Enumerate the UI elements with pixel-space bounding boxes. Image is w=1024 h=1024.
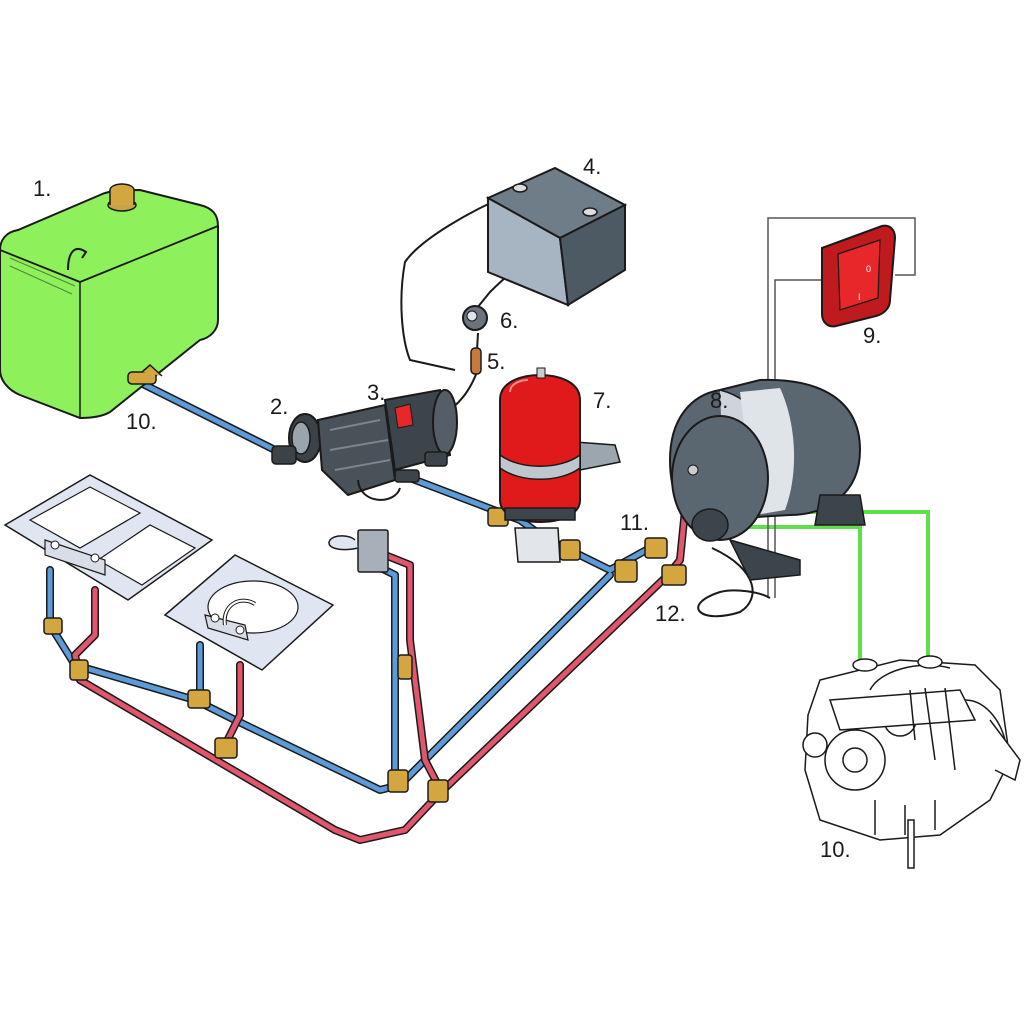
tank-valve <box>127 363 163 385</box>
hot-line-main <box>77 477 691 843</box>
shower-mixer <box>328 529 389 573</box>
fitting-shower-valve <box>397 654 413 680</box>
accumulator <box>499 367 621 563</box>
fitting-shower-hot-tee <box>427 779 449 803</box>
battery-terminal-pos <box>582 207 598 217</box>
strainer <box>271 413 322 465</box>
fuse <box>470 347 482 375</box>
label-fuse: 5. <box>487 349 505 374</box>
galley-tap <box>44 539 106 576</box>
fitting-heater-tee <box>614 559 638 583</box>
fitting-shower-cold-tee <box>387 769 409 793</box>
hot-line-shower <box>382 552 441 788</box>
wash-basin <box>163 554 335 671</box>
galley-basin-left <box>28 486 142 549</box>
label-water-heater: 8. <box>710 388 728 413</box>
label-rocker-switch: 9. <box>863 323 881 348</box>
fitting-heater-inlet <box>644 537 668 559</box>
rocker-mark-on: I <box>858 292 861 302</box>
hot-water-lines-fill <box>72 477 691 843</box>
fitting-galley-cold <box>43 617 63 635</box>
hot-line-basin <box>222 662 243 748</box>
label-tank: 1. <box>33 176 51 201</box>
switch-wire-1 <box>767 217 916 598</box>
labels: 1. 2. 3. 4. 5. 6. 7. 8. 9. 10. 10. 11. 1… <box>33 154 881 862</box>
rocker-mark-off: 0 <box>866 264 871 274</box>
battery-wire-neg <box>400 189 521 371</box>
battery <box>485 166 628 307</box>
label-pump: 3. <box>367 380 385 405</box>
water-heater <box>668 378 866 581</box>
water-tank <box>0 183 219 420</box>
label-tank-valve: 10. <box>126 409 157 434</box>
label-battery: 4. <box>583 154 601 179</box>
switch-to-fuse-wire <box>476 332 479 351</box>
engine <box>802 655 1021 869</box>
pump-switch <box>462 305 488 331</box>
cold-line-main <box>397 572 613 788</box>
accumulator-bracket <box>574 441 621 471</box>
fitting-heater-outlet <box>661 564 687 586</box>
label-strainer: 2. <box>270 394 288 419</box>
fitting-accumulator-nipple <box>559 539 581 561</box>
label-engine: 10. <box>820 837 851 862</box>
fitting-galley-hot <box>69 659 89 681</box>
fitting-basin-cold <box>187 689 211 709</box>
label-accumulator: 7. <box>593 388 611 413</box>
cold-line-tank-to-pump <box>132 377 288 458</box>
galley-sink <box>3 474 214 601</box>
label-pump-switch: 6. <box>500 308 518 333</box>
label-heater-outlet: 12. <box>655 601 686 626</box>
galley-basin-right <box>96 524 197 586</box>
rocker-switch: 0 I <box>821 224 897 328</box>
label-heater-inlet: 11. <box>620 510 649 535</box>
battery-terminal-neg <box>512 183 528 193</box>
coolant-line-lower <box>728 525 862 662</box>
tank-vent <box>67 248 88 271</box>
fitting-basin-hot <box>214 737 238 759</box>
coolant-lines <box>715 510 930 662</box>
brass-fittings <box>43 507 687 803</box>
coolant-line-upper <box>715 510 930 660</box>
pump <box>316 388 458 501</box>
